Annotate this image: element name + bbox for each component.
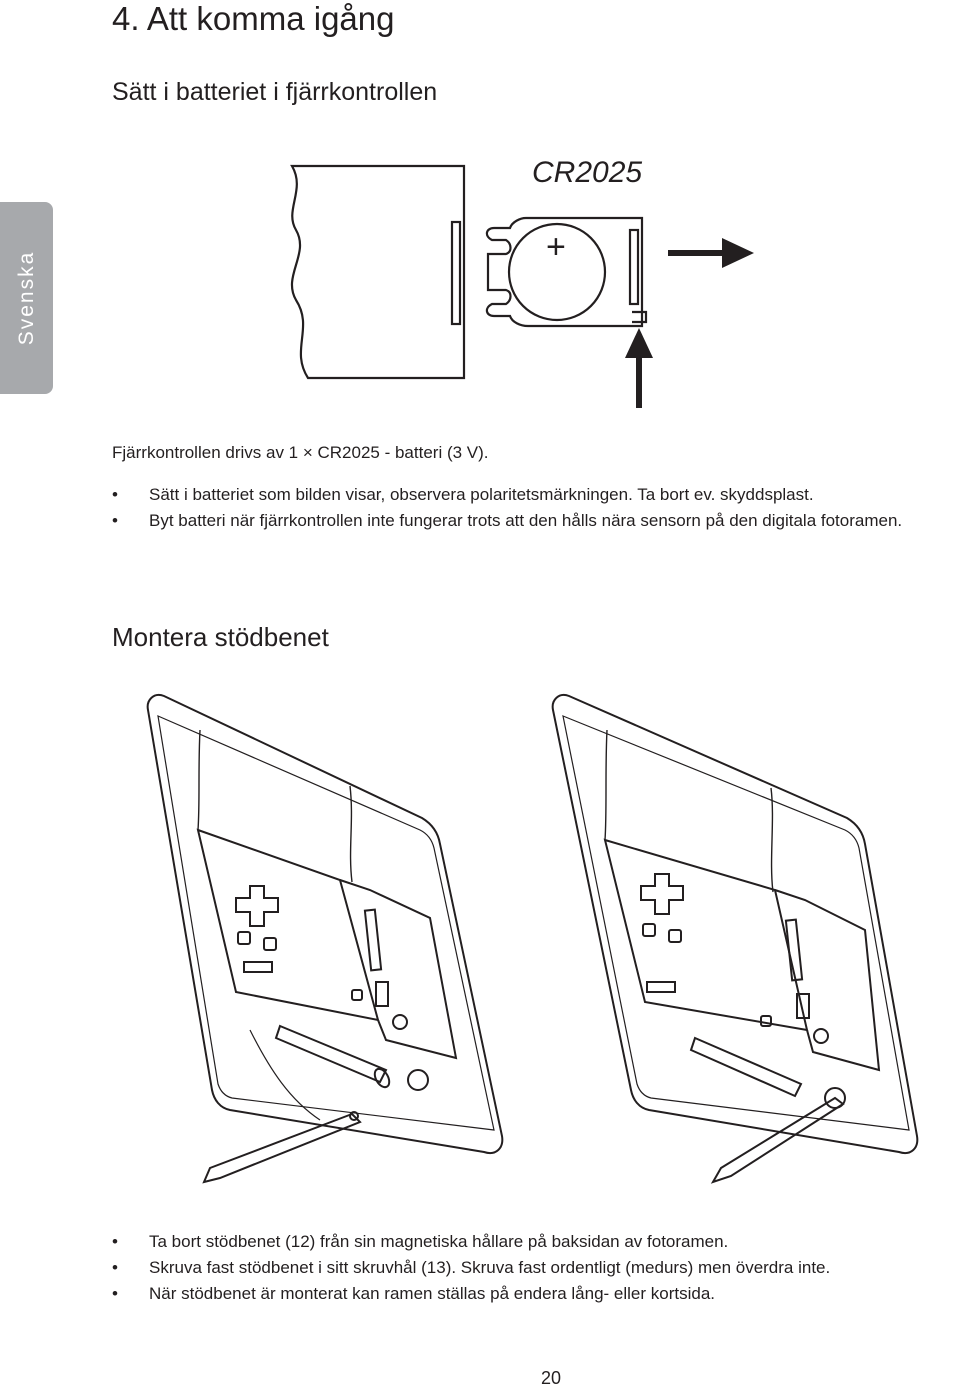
language-label: Svenska xyxy=(14,250,38,346)
photo-frame-illustration-left xyxy=(146,694,504,1184)
stand-magnetic-holder xyxy=(274,1024,388,1084)
bullet-dot: • xyxy=(112,485,118,504)
battery-plus-sign: + xyxy=(546,228,566,266)
frame-outline xyxy=(146,694,504,1154)
arrow-right-icon xyxy=(668,238,754,268)
photo-frame-illustration-right xyxy=(551,694,919,1184)
remote-intro-text: Fjärrkontrollen drivs av 1 × CR2025 - ba… xyxy=(112,443,489,462)
bullet-dot: • xyxy=(112,1232,118,1251)
arrow-up-icon xyxy=(625,328,653,408)
remote-battery-illustration: + CR2025 xyxy=(290,156,754,408)
frame-outline xyxy=(551,694,919,1154)
bullet-dot: • xyxy=(112,1284,118,1303)
list-item: •Sätt i batteriet som bilden visar, obse… xyxy=(112,482,952,508)
battery-tray xyxy=(485,216,644,328)
tray-latch xyxy=(628,228,640,306)
list-item: •När stödbenet är monterat kan ramen stä… xyxy=(112,1281,960,1307)
section-heading-remote: Sätt i batteriet i fjärrkontrollen xyxy=(112,78,438,106)
screw-hole xyxy=(407,1069,429,1091)
remote-bullet-list: •Sätt i batteriet som bilden visar, obse… xyxy=(112,482,952,534)
page-title: 4. Att komma igång xyxy=(112,0,395,37)
stand-magnetic-holder xyxy=(689,1036,803,1098)
list-item: •Skruva fast stödbenet i sitt skruvhål (… xyxy=(112,1255,960,1281)
remote-body xyxy=(290,164,466,380)
language-side-tab: Svenska xyxy=(0,202,53,394)
support-stand xyxy=(202,1112,362,1184)
battery-cell xyxy=(507,222,607,322)
bullet-dot: • xyxy=(112,1258,118,1277)
list-item: •Ta bort stödbenet (12) från sin magneti… xyxy=(112,1229,960,1255)
back-panel xyxy=(603,838,809,1032)
bullet-dot: • xyxy=(112,511,118,530)
support-stand xyxy=(710,1096,845,1184)
list-item: •Byt batteri när fjärrkontrollen inte fu… xyxy=(112,508,952,534)
battery-type-label: CR2025 xyxy=(532,156,642,189)
stand-bullet-list: •Ta bort stödbenet (12) från sin magneti… xyxy=(112,1229,960,1307)
section-heading-stand: Montera stödbenet xyxy=(112,622,329,652)
page-number: 20 xyxy=(541,1368,562,1388)
remote-slot xyxy=(450,220,462,326)
